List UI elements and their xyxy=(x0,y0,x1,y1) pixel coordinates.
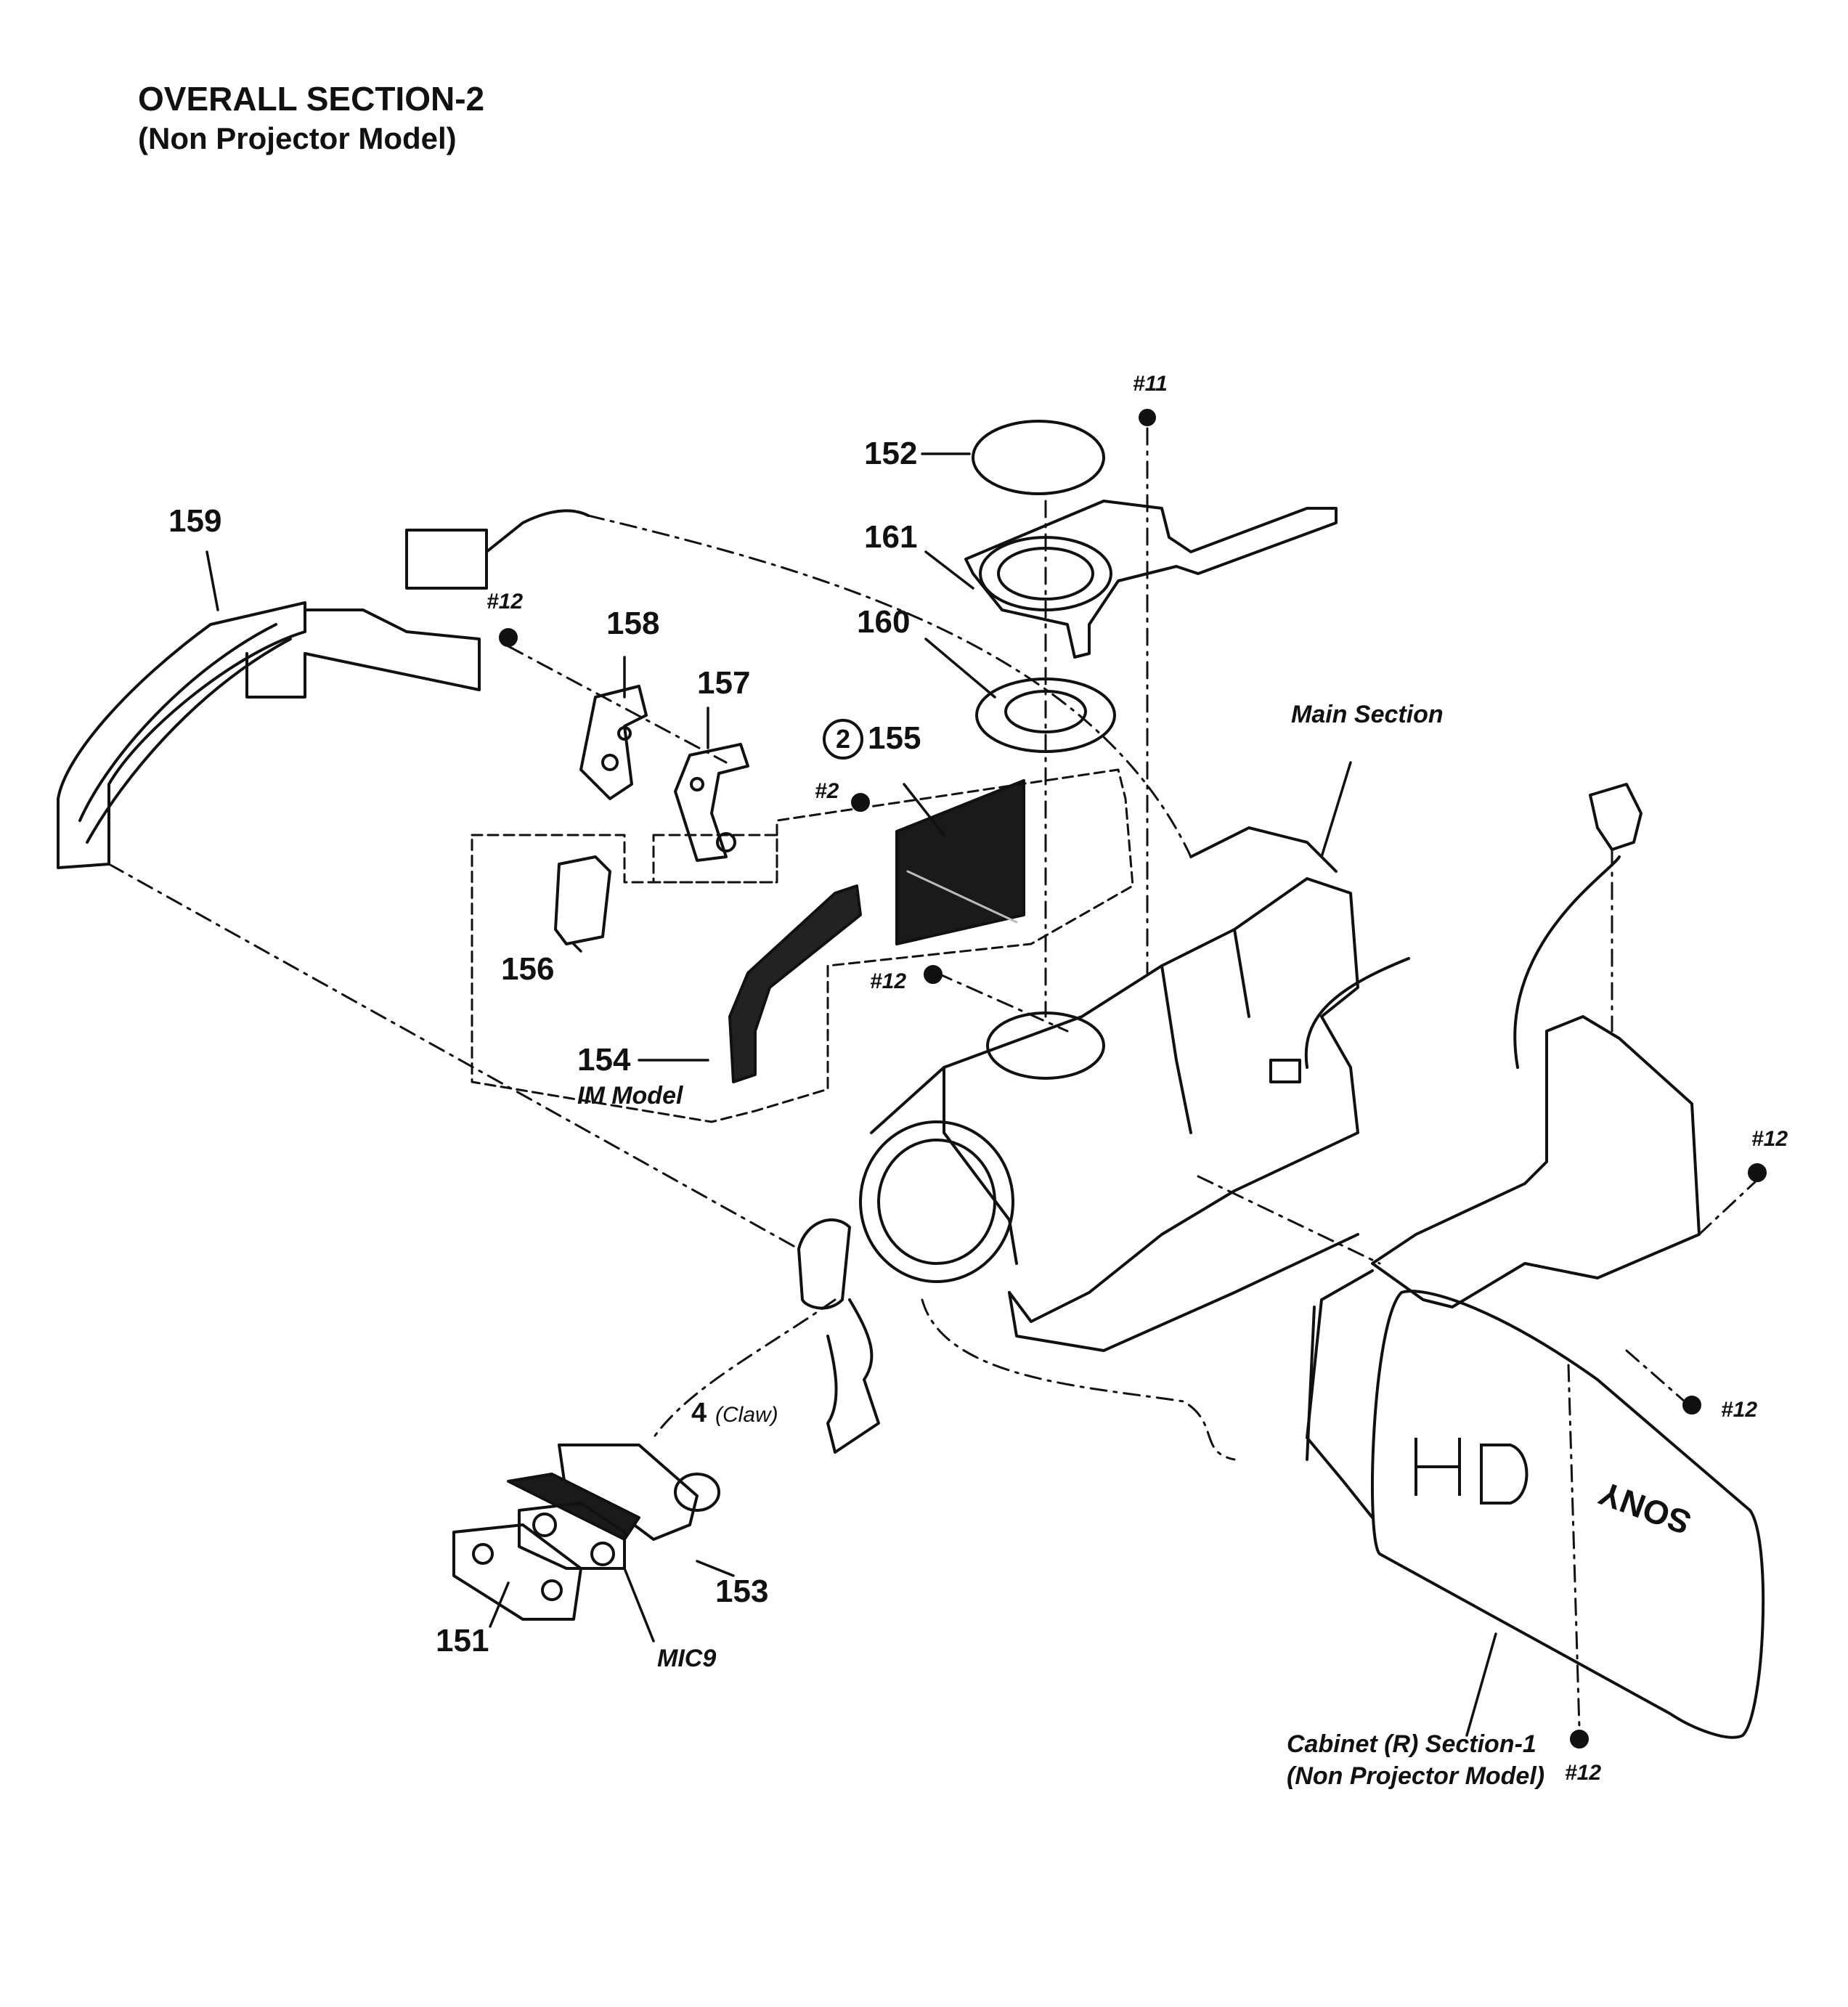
part-label-156: 156 xyxy=(501,951,555,987)
bracket-153 xyxy=(507,1444,720,1541)
main-section-callout: Main Section xyxy=(1291,701,1444,728)
screw-label-12-e: #12 xyxy=(1565,1761,1602,1785)
screw-label-2: #2 xyxy=(815,779,839,803)
group-outline xyxy=(471,768,1134,1123)
page-title: OVERALL SECTION-2 xyxy=(138,80,485,118)
part-label-158: 158 xyxy=(606,606,660,641)
screw-label-12-d: #12 xyxy=(1721,1398,1758,1422)
plate-151 xyxy=(452,1523,582,1621)
disc-152 xyxy=(972,420,1105,495)
claw-count: 4 xyxy=(691,1398,707,1428)
part-label-160: 160 xyxy=(857,604,911,640)
part-label-155: 155 xyxy=(868,720,921,756)
cabinet-hd-badge: HD xyxy=(1394,1423,1460,1511)
mic9-callout: MIC9 xyxy=(657,1645,717,1672)
cabinet-callout-line2: (Non Projector Model) xyxy=(1287,1762,1545,1790)
leader-lines xyxy=(205,452,1497,1737)
flex-cable-159 xyxy=(57,509,590,869)
page-subtitle: (Non Projector Model) xyxy=(138,121,457,155)
block-156 xyxy=(554,855,611,945)
bracket-161 xyxy=(964,500,1338,659)
screw-label-11: #11 xyxy=(1133,372,1168,396)
bracket-157 xyxy=(674,743,749,862)
cabinet-callout-line1: Cabinet (R) Section-1 xyxy=(1287,1730,1536,1758)
part-label-161: 161 xyxy=(864,519,918,555)
flat-cable-loop xyxy=(826,1298,880,1454)
part-label-151: 151 xyxy=(436,1623,489,1658)
part-label-152: 152 xyxy=(864,436,918,471)
cabinet-lettering xyxy=(1415,1438,1529,1505)
screw-label-12-b: #12 xyxy=(870,969,907,993)
ref-circle-2: 2 xyxy=(823,719,863,760)
part-label-153: 153 xyxy=(715,1574,769,1609)
hinge-bracket xyxy=(1371,783,1701,1308)
flex-strip-154 xyxy=(728,884,862,1083)
claw-callout: (Claw) xyxy=(715,1403,778,1427)
part-label-154: 154 xyxy=(577,1042,631,1078)
cabinet-panel xyxy=(1306,1269,1765,1739)
strap-hook xyxy=(797,1218,851,1310)
part-label-159: 159 xyxy=(168,503,222,539)
sheet-155 xyxy=(895,779,1025,945)
assembly-lines xyxy=(107,427,1759,1730)
part-label-157: 157 xyxy=(697,665,751,701)
screw-icons xyxy=(499,409,1767,1749)
camera-main-block xyxy=(859,826,1410,1352)
screw-label-12-a: #12 xyxy=(487,590,524,614)
bracket-158 xyxy=(579,685,648,800)
im-model-callout: IM Model xyxy=(577,1082,683,1110)
screw-label-12-c: #12 xyxy=(1751,1127,1788,1151)
